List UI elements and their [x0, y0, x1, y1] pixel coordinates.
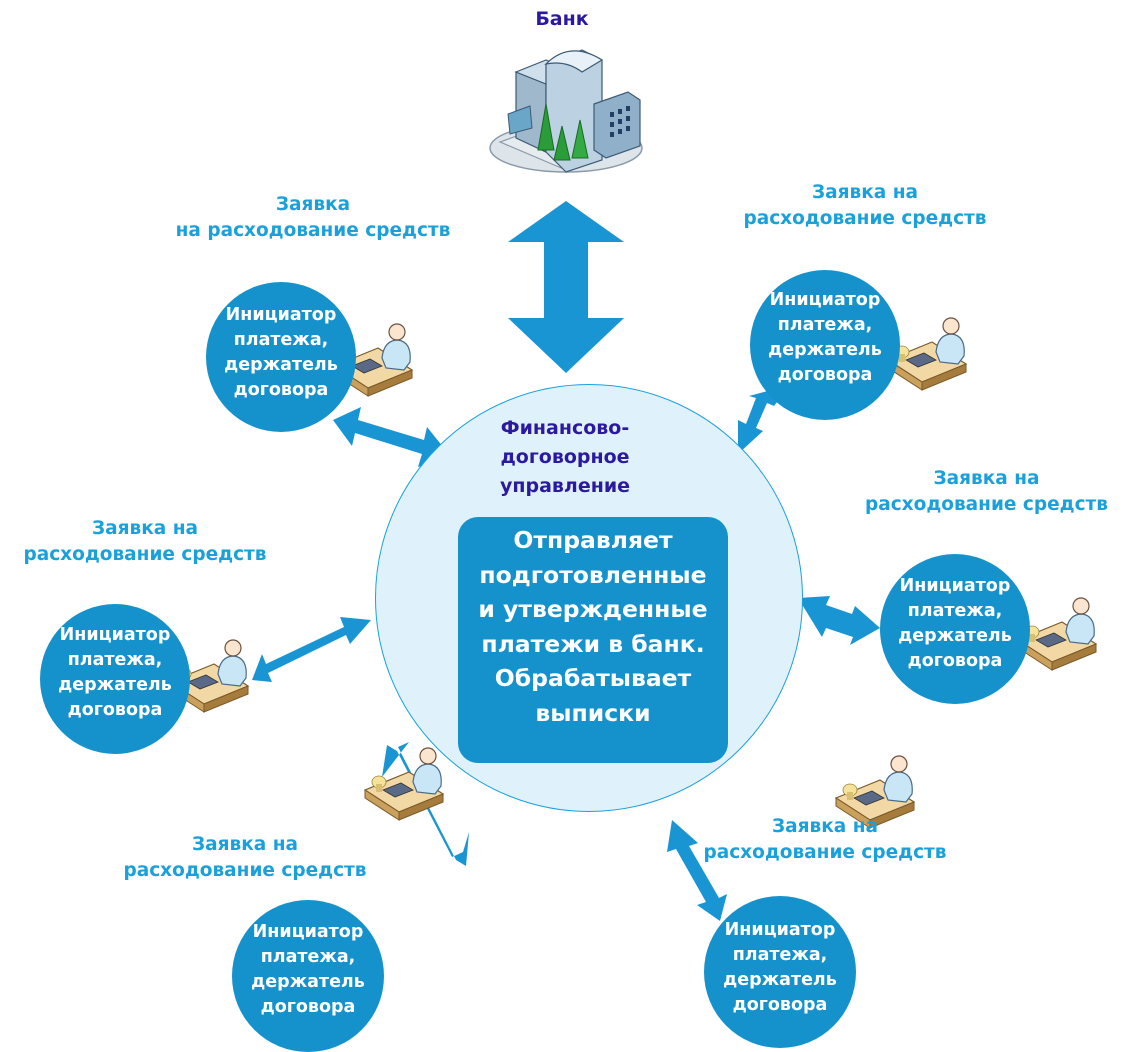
participant-label: Инициатор платежа, держатель договора	[251, 922, 365, 1017]
arrow-right	[798, 596, 880, 645]
participant-node	[750, 270, 900, 420]
participant-node	[206, 282, 356, 432]
request-label: Заявка на расходование средств	[743, 182, 987, 229]
request-label: Заявка на расходование средств	[23, 518, 267, 565]
center-description-box	[458, 517, 728, 763]
participant-label: Инициатор платежа, держатель договора	[898, 576, 1012, 671]
participant-node	[232, 900, 384, 1052]
arrow-top-left	[333, 407, 452, 467]
participant-node	[40, 604, 190, 754]
participant-label: Инициатор платежа, держатель договора	[58, 625, 172, 720]
request-label: Заявка на расходование средств	[123, 834, 367, 881]
participant-node	[704, 896, 856, 1048]
participant-node	[880, 554, 1030, 704]
arrow-bottom-right	[667, 820, 727, 921]
bank-building-icon	[489, 49, 643, 173]
bank-title: Банк	[535, 8, 589, 30]
request-label: Заявка на расходование средств	[864, 468, 1108, 515]
arrow-left	[252, 617, 371, 682]
center-description: Отправляет подготовленные и утвержденные…	[478, 526, 708, 727]
center-title: Финансово- договорное управление	[499, 417, 631, 497]
request-label: Заявка на расходование средств	[703, 816, 947, 863]
arrow-top-right	[738, 385, 790, 454]
participant-label: Инициатор платежа, держатель договора	[224, 305, 338, 400]
participant-label: Инициатор платежа, держатель договора	[768, 290, 882, 385]
arrow-bank-center	[508, 201, 624, 373]
participant-label: Инициатор платежа, держатель договора	[723, 920, 837, 1015]
request-label: Заявка на расходование средств	[175, 194, 451, 241]
